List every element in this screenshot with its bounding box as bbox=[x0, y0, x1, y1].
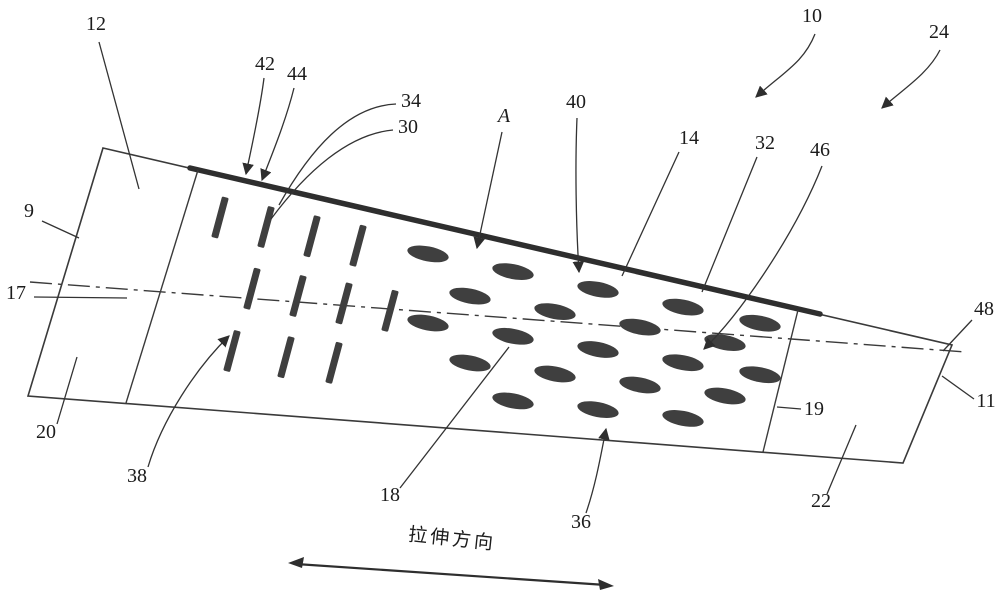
slit-mark bbox=[257, 206, 275, 248]
aperture-ellipse bbox=[492, 327, 534, 345]
aperture-ellipse bbox=[577, 281, 619, 298]
aperture-ellipse bbox=[534, 303, 576, 320]
slit-mark bbox=[211, 196, 229, 239]
ref-label-17: 17 bbox=[6, 282, 26, 304]
leader-A bbox=[473, 131, 503, 250]
ref-label-34: 34 bbox=[401, 90, 421, 112]
aperture-ellipse bbox=[407, 314, 449, 332]
leader-40 bbox=[572, 117, 585, 274]
slit-mark bbox=[289, 275, 307, 317]
stretch-arrow-line bbox=[295, 562, 607, 587]
stretch-direction-arrow bbox=[288, 557, 614, 590]
center-axis-line bbox=[29, 281, 966, 353]
leader-30 bbox=[270, 129, 394, 220]
leader-20 bbox=[56, 356, 78, 425]
ref-label-11: 11 bbox=[976, 390, 995, 412]
left-end-divider bbox=[125, 169, 199, 404]
ref-label-22: 22 bbox=[811, 490, 831, 512]
ref-label-20: 20 bbox=[36, 421, 56, 443]
ref-label-24: 24 bbox=[929, 21, 949, 43]
ref-label-44: 44 bbox=[287, 63, 307, 85]
ref-label-19: 19 bbox=[804, 398, 824, 420]
leader-48 bbox=[942, 319, 973, 352]
aperture-ellipse bbox=[534, 365, 576, 383]
leader-22 bbox=[826, 424, 857, 495]
leader-34 bbox=[278, 103, 397, 206]
aperture-ellipse bbox=[577, 341, 619, 358]
slits-pattern bbox=[211, 196, 399, 384]
slit-mark bbox=[335, 282, 353, 325]
ref-label-46: 46 bbox=[810, 139, 830, 161]
aperture-ellipse bbox=[619, 318, 661, 336]
ref-label-14: 14 bbox=[679, 127, 699, 149]
slit-mark bbox=[381, 289, 399, 332]
leader-32 bbox=[701, 156, 758, 293]
leader-17 bbox=[33, 296, 128, 299]
leader-9 bbox=[41, 220, 80, 239]
ref-label-A: A bbox=[496, 105, 511, 127]
slit-mark bbox=[223, 330, 241, 372]
leader-42 bbox=[242, 77, 265, 176]
aperture-ellipse bbox=[739, 314, 781, 332]
aperture-ellipse bbox=[492, 263, 534, 280]
leader-12 bbox=[98, 41, 140, 190]
aperture-ellipse bbox=[739, 366, 781, 384]
aperture-ellipse bbox=[449, 354, 491, 372]
ref-label-30: 30 bbox=[398, 116, 418, 138]
aperture-ellipse bbox=[662, 298, 704, 316]
aperture-ellipse bbox=[407, 245, 449, 263]
leader-24 bbox=[881, 49, 941, 109]
ref-label-10: 10 bbox=[802, 5, 822, 27]
ref-label-48: 48 bbox=[974, 298, 994, 320]
ref-label-12: 12 bbox=[86, 13, 106, 35]
apertures-pattern bbox=[407, 245, 781, 427]
aperture-ellipse bbox=[449, 287, 491, 305]
top-edge-thick-line bbox=[187, 165, 823, 317]
aperture-ellipse bbox=[704, 387, 746, 405]
aperture-ellipse bbox=[619, 376, 661, 394]
leader-11 bbox=[941, 375, 975, 400]
aperture-ellipse bbox=[492, 392, 534, 410]
ref-label-38: 38 bbox=[127, 465, 147, 487]
ref-label-36: 36 bbox=[571, 511, 591, 533]
leader-14 bbox=[621, 151, 680, 277]
leader-18 bbox=[399, 346, 510, 489]
ref-label-32: 32 bbox=[755, 132, 775, 154]
aperture-ellipse bbox=[662, 410, 704, 427]
slit-mark bbox=[277, 336, 295, 379]
leader-44 bbox=[260, 87, 295, 182]
leader-19 bbox=[776, 406, 802, 410]
leader-10 bbox=[755, 33, 816, 98]
stretch-arrow-left-head bbox=[288, 557, 304, 568]
stretch-direction-label: 拉伸方向 bbox=[407, 523, 497, 554]
ref-label-40: 40 bbox=[566, 91, 586, 113]
right-end-divider bbox=[762, 309, 799, 453]
leader-38 bbox=[147, 335, 230, 468]
aperture-ellipse bbox=[662, 354, 704, 372]
stretch-arrow-right-head bbox=[598, 579, 614, 590]
leader-46 bbox=[703, 165, 823, 350]
slit-mark bbox=[325, 341, 343, 384]
ref-label-9: 9 bbox=[24, 200, 34, 222]
aperture-ellipse bbox=[577, 401, 619, 418]
ref-label-42: 42 bbox=[255, 53, 275, 75]
leader-36 bbox=[585, 427, 610, 514]
slit-mark bbox=[303, 215, 321, 258]
slit-mark bbox=[243, 267, 261, 310]
slit-mark bbox=[349, 224, 367, 267]
ref-label-18: 18 bbox=[380, 484, 400, 506]
